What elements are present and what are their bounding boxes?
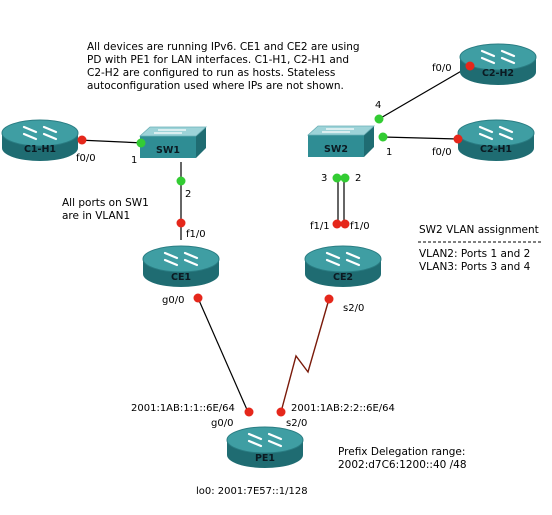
port-label-sw2-4: 4 — [375, 100, 381, 111]
top-note: All devices are running IPv6. CE1 and CE… — [87, 41, 360, 92]
top-note-line-4: autoconfiguration used where IPs are not… — [87, 80, 344, 92]
port-label-ce2-f10: f1/0 — [350, 221, 370, 232]
device-sw2[interactable]: SW2 — [307, 125, 375, 158]
port-indicators — [77, 61, 475, 417]
port-up-sw1-2 — [176, 176, 186, 186]
link-sw2-c2h2 — [378, 65, 471, 120]
top-note-line-2: PD with PE1 for LAN interfaces. C1-H1, C… — [87, 54, 349, 66]
address-pe1-s20: 2001:1AB:2:2::6E/64 — [291, 403, 395, 414]
address-pe1-g00: 2001:1AB:1:1::6E/64 — [131, 403, 235, 414]
link-c1h1-sw1 — [77, 139, 145, 144]
port-label-sw1-1: 1 — [131, 155, 137, 166]
port-label-c1h1-f00: f0/0 — [76, 153, 96, 164]
vlan-note-line-1: VLAN2: Ports 1 and 2 — [419, 248, 530, 260]
device-label-sw1: SW1 — [156, 145, 180, 156]
port-down-c2h1-f00 — [453, 134, 463, 144]
port-down-ce2-f10 — [340, 219, 350, 229]
link-sw2-c2h1 — [382, 136, 459, 140]
port-up-sw2-2 — [340, 173, 350, 183]
port-labels: f0/0 1 2 f1/0 g0/0 4 1 3 2 f0/0 f0/0 f1/… — [76, 63, 452, 429]
vlan-note-title: SW2 VLAN assignment — [419, 224, 539, 236]
device-label-c2h1: C2-H1 — [480, 144, 512, 155]
sw1-note-line-2: are in VLAN1 — [62, 210, 130, 222]
device-label-ce1: CE1 — [171, 272, 191, 283]
address-labels: 2001:1AB:1:1::6E/64 2001:1AB:2:2::6E/64 … — [131, 403, 395, 497]
port-label-sw2-3: 3 — [321, 173, 327, 184]
port-label-sw2-2: 2 — [355, 173, 361, 184]
port-label-ce1-f10: f1/0 — [186, 229, 206, 240]
port-label-sw1-2: 2 — [185, 189, 191, 200]
device-c1h1[interactable]: C1-H1 — [0, 118, 80, 163]
port-up-sw1-1 — [136, 138, 146, 148]
port-up-sw2-4 — [374, 114, 384, 124]
device-ce2[interactable]: CE2 — [303, 244, 383, 289]
device-c2h1[interactable]: C2-H1 — [456, 118, 536, 163]
device-label-sw2: SW2 — [324, 144, 348, 155]
device-ce1[interactable]: CE1 — [141, 244, 221, 289]
port-label-ce2-f11: f1/1 — [310, 221, 330, 232]
sw1-note-line-1: All ports on SW1 — [62, 197, 149, 209]
device-pe1[interactable]: PE1 — [225, 425, 305, 470]
port-label-ce1-g00: g0/0 — [162, 295, 184, 306]
port-label-ce2-s20: s2/0 — [343, 303, 364, 314]
port-down-ce2-s20 — [324, 294, 334, 304]
top-note-line-1: All devices are running IPv6. CE1 and CE… — [87, 41, 360, 53]
sw1-note: All ports on SW1 are in VLAN1 — [62, 197, 149, 222]
device-label-ce2: CE2 — [333, 272, 353, 283]
port-label-c2h2-f00: f0/0 — [432, 63, 452, 74]
port-down-ce1-f10 — [176, 218, 186, 228]
serial-link-ce2-pe1 — [280, 298, 330, 413]
port-label-sw2-1: 1 — [386, 147, 392, 158]
port-down-pe1-g00 — [244, 407, 254, 417]
links — [77, 65, 471, 413]
port-label-c2h1-f00: f0/0 — [432, 147, 452, 158]
port-down-ce1-g00 — [193, 293, 203, 303]
port-down-c1h1-f00 — [77, 135, 87, 145]
device-c2h2[interactable]: C2-H2 — [458, 42, 538, 87]
port-label-pe1-g00: g0/0 — [211, 418, 233, 429]
vlan-assignment-note: SW2 VLAN assignment VLAN2: Ports 1 and 2… — [418, 224, 541, 273]
device-label-c1h1: C1-H1 — [24, 144, 56, 155]
port-label-pe1-s20: s2/0 — [286, 418, 307, 429]
port-down-c2h2-f00 — [465, 61, 475, 71]
vlan-note-line-2: VLAN3: Ports 3 and 4 — [419, 261, 531, 273]
port-up-sw2-3 — [332, 173, 342, 183]
prefix-delegation-note: Prefix Delegation range: 2002:d7C6:1200:… — [338, 446, 467, 471]
port-down-pe1-s20 — [276, 407, 286, 417]
device-sw1[interactable]: SW1 — [139, 126, 207, 159]
top-note-line-3: C2-H2 are configured to run as hosts. St… — [87, 67, 335, 79]
port-up-sw2-1 — [378, 132, 388, 142]
link-ce1-pe1 — [197, 297, 249, 413]
pd-note-line-1: Prefix Delegation range: — [338, 446, 465, 458]
pd-note-line-2: 2002:d7C6:1200::40 /48 — [338, 459, 467, 471]
port-down-ce2-f11 — [332, 219, 342, 229]
device-label-c2h2: C2-H2 — [482, 68, 514, 79]
device-label-pe1: PE1 — [255, 453, 275, 464]
address-pe1-lo0: lo0: 2001:7E57::1/128 — [196, 486, 308, 497]
